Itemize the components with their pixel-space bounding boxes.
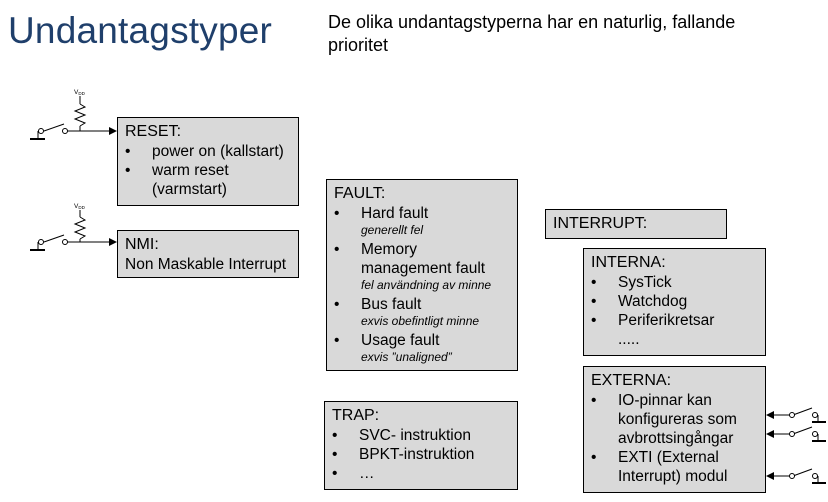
ext-switch1-contact-right [812,412,818,418]
interna-list: SysTick Watchdog Periferikretsar ..... [591,273,758,349]
fault-type-label: Hard fault [361,205,429,222]
reset-box: RESET: power on (kallstart) warm reset (… [117,117,299,206]
fault-note: exvis ”unaligned” [361,350,452,364]
nmi-switch-contact-right [62,239,68,245]
nmi-switch-contact-left [38,239,44,245]
reset-vdd-label: VDD [74,89,86,96]
reset-header: RESET: [125,123,182,140]
list-item: BPKT-instruktion [332,445,510,464]
list-item: SVC- instruktion [332,426,510,445]
reset-switch-contact-right [62,128,68,134]
nmi-pullup-resistor [73,216,87,240]
externa-box: EXTERNA: IO-pinnar kan konfigureras som … [583,366,766,493]
externa-header: EXTERNA: [591,372,672,389]
trap-list: SVC- instruktion BPKT-instruktion … [332,426,510,483]
fault-note: exvis obefintligt minne [361,314,480,328]
reset-switch-contact-left [38,128,44,134]
ext-switch2-contact-left [789,431,795,437]
fault-type-label: Usage fault [361,332,440,349]
reset-switch-lever [43,123,65,132]
ext-switch1-contact-left [789,412,795,418]
nmi-description: Non Maskable Interrupt [125,256,287,273]
list-item: SysTick [591,273,758,292]
interrupt-header: INTERRUPT: [553,215,648,232]
fault-type-label: Memory management fault [361,241,486,277]
interna-header: INTERNA: [591,254,666,271]
ext-arrowhead-2 [766,430,774,438]
reset-list: power on (kallstart) warm reset (varmsta… [125,142,291,199]
list-item: … [332,464,510,483]
interna-box: INTERNA: SysTick Watchdog Periferikretsa… [583,248,766,356]
ext-switch3-contact-right [812,473,818,479]
ext-arrowhead-3 [766,472,774,480]
page-title: Undantagstyper [8,10,273,51]
reset-pullup-resistor [73,103,87,127]
fault-note: fel användning av minne [361,278,492,292]
ext-switch3-contact-left [789,473,795,479]
list-item: power on (kallstart) [125,142,291,161]
list-item: Periferikretsar [591,311,758,330]
externa-list: IO-pinnar kan konfigureras som avbrottsi… [591,391,758,486]
list-item: Watchdog [591,292,758,311]
ext-switch1-lever [792,407,813,416]
reset-arrowhead [109,127,117,135]
trap-box: TRAP: SVC- instruktion BPKT-instruktion … [324,401,518,490]
list-item: EXTI (External Interrupt) modul [591,448,758,486]
nmi-box: NMI: Non Maskable Interrupt [117,230,299,278]
list-item: warm reset (varmstart) [125,161,291,199]
list-item-more: ..... [618,331,640,348]
fault-type-label: Bus fault [361,296,422,313]
nmi-switch-lever [43,234,65,243]
ext-switch3-lever [792,468,813,477]
ext-switch2-lever [792,426,813,435]
fault-note: generellt fel [361,223,424,237]
nmi-header: NMI: [125,236,159,253]
page-subtitle: De olika undantagstyperna har en naturli… [328,12,736,55]
trap-header: TRAP: [332,407,380,424]
ext-arrowhead-1 [766,411,774,419]
list-item: IO-pinnar kan konfigureras som avbrottsi… [591,391,758,448]
fault-header: FAULT: [334,185,386,202]
interrupt-box: INTERRUPT: [545,209,727,239]
ext-switch2-contact-right [812,431,818,437]
nmi-vdd-label: VDD [74,203,86,210]
nmi-arrowhead [109,238,117,246]
